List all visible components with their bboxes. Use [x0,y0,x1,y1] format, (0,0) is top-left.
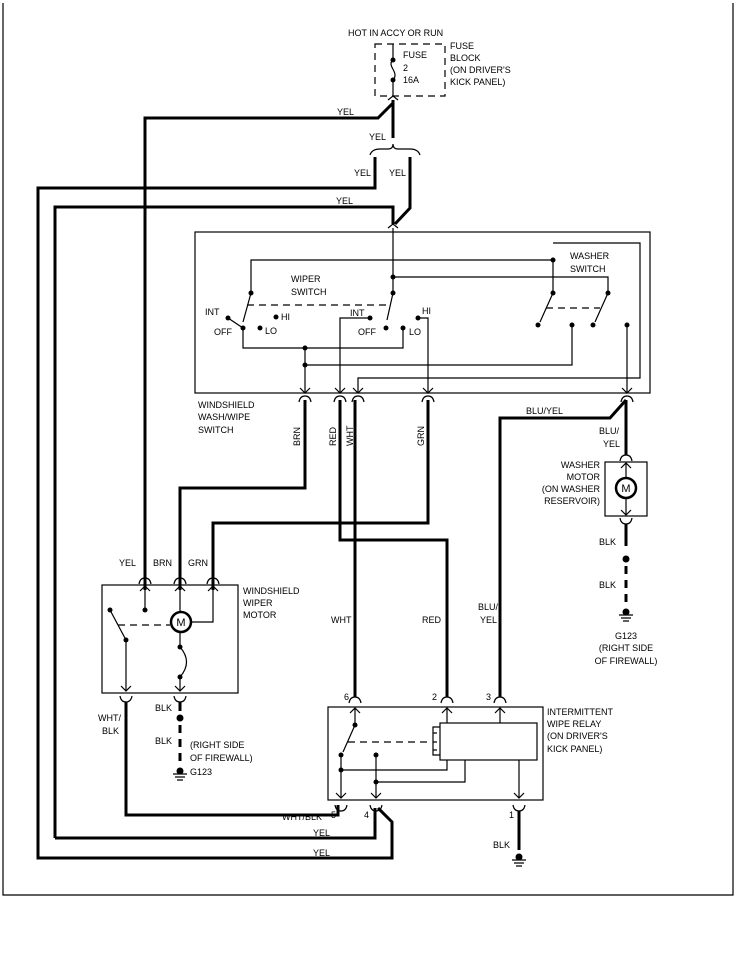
wire-label-yel: YEL [354,168,371,178]
fuse-block-label: FUSE [450,41,474,51]
wire-label-brn: BRN [153,558,172,568]
pin-label: 2 [432,692,437,702]
wire-label-grn: GRN [188,558,208,568]
ground-location: OF FIREWALL) [190,753,253,763]
pin-label: 4 [364,810,369,820]
wire-label-yel: YEL [337,107,354,117]
fuse-block-label: KICK PANEL) [450,77,505,87]
wiper-motor-label: WINDSHIELD [243,586,300,596]
ground-icon [515,853,523,861]
motor-icon [169,610,193,634]
wire-label-brn: BRN [292,427,302,446]
wire-label-wht: WHT [331,615,352,625]
wire-label-yel: YEL [313,848,330,858]
wire-label-yel: YEL [389,168,406,178]
fuse-rating: 16A [403,75,419,85]
wire-label-blu-yel: BLU/ [599,426,620,436]
relay-label: INTERMITTENT [547,707,613,717]
washer-motor-label: MOTOR [567,472,601,482]
wiper-motor-label: MOTOR [243,610,277,620]
motor-symbol: M [176,617,185,629]
pin-label: 1 [509,810,514,820]
wire-label-blk: BLK [155,736,172,746]
fuse-block-label: BLOCK [450,53,481,63]
fuse-icon [390,59,396,81]
relay-label: KICK PANEL) [547,744,602,754]
wire-label-wht-blk: WHT/BLK [282,812,322,822]
wire-label-blk: BLK [599,580,616,590]
washer-motor-label: RESERVOIR) [544,496,600,506]
position-int: INT [350,308,365,318]
washer-motor: M WASHER MOTOR (ON WASHER RESERVOIR) BLK… [542,454,658,666]
ground-location: OF FIREWALL) [595,656,658,666]
switch-name: WASH/WIPE [198,412,250,422]
wire-label-grn: GRN [416,426,426,446]
fuse-label: FUSE [403,50,427,60]
washer-switch-label: WASHER [570,251,610,261]
wire-label-red: RED [422,615,442,625]
fuse-number: 2 [403,63,408,73]
wire-label-blu-yel: BLU/YEL [526,406,563,416]
wire-label-yel: YEL [336,196,353,206]
splice [369,143,421,156]
pin-label: 5 [331,810,336,820]
ground-icon [176,767,184,775]
position-off: OFF [214,327,232,337]
ground-icon [622,608,630,616]
washer-motor-label: (ON WASHER [542,484,601,494]
yel-circuit: YEL YEL YEL YEL YEL YEL YEL [36,95,421,860]
relay-label: WIPE RELAY [547,719,601,729]
wiper-motor-label: WIPER [243,598,273,608]
wire-label-yel: YEL [119,558,136,568]
wire-label-wht-blk: WHT/ [98,713,121,723]
washer-motor-label: WASHER [561,460,601,470]
position-hi: HI [422,306,431,316]
position-lo: LO [265,326,277,336]
wire-label-blu-yel: BLU/ [478,602,499,612]
position-hi: HI [281,312,290,322]
switch-name: WINDSHIELD [198,400,255,410]
wiper-motor: YEL BRN GRN M WINDSHIELD WIPER MOTOR WHT… [98,558,340,822]
ground-location: (RIGHT SIDE [599,643,653,653]
ground-location: (RIGHT SIDE [190,740,244,750]
diagram-frame [2,3,734,896]
wire-label-red: RED [328,426,338,446]
fuse-block: HOT IN ACCY OR RUN FUSE 2 16A FUSE BLOCK… [348,28,511,97]
relay-coil [439,722,538,761]
wire-label-blu-yel: YEL [603,439,620,449]
motor-symbol: M [621,483,630,495]
ground-id: G123 [190,767,212,777]
wire-label-wht-blk: BLK [102,726,119,736]
position-off: OFF [358,327,376,337]
switch-output-wires: BRN RED WHT GRN BLU/YEL BLU/ YEL WHT RED… [178,399,628,697]
wire-label-blk: BLK [599,537,616,547]
wire-label-wht: WHT [345,425,355,446]
washer-switch-label: SWITCH [570,264,606,274]
pin-label: 3 [486,692,491,702]
ground-id: G123 [615,631,637,641]
position-int: INT [205,307,220,317]
wire-label-yel: YEL [369,132,386,142]
wiper-switch-label: SWITCH [291,287,327,297]
position-lo: LO [409,327,421,337]
switch-name: SWITCH [198,425,234,435]
wire-label-blu-yel: YEL [480,615,497,625]
motor-icon [614,476,638,500]
wire-label-yel: YEL [313,828,330,838]
relay-label: (ON DRIVER'S [547,731,608,741]
wash-wipe-switch: WIPER SWITCH WASHER SWITCH INT OFF HI LO… [194,223,651,435]
power-label: HOT IN ACCY OR RUN [348,28,443,38]
pin-label: 6 [344,692,349,702]
intermittent-wipe-relay: 6 2 3 5 4 1 BLK INTERMITTENT WIPE RELAY … [327,692,613,867]
wire-label-blk: BLK [493,840,510,850]
wire-label-blk: BLK [155,703,172,713]
fuse-block-label: (ON DRIVER'S [450,65,511,75]
wiper-switch-label: WIPER [291,274,321,284]
